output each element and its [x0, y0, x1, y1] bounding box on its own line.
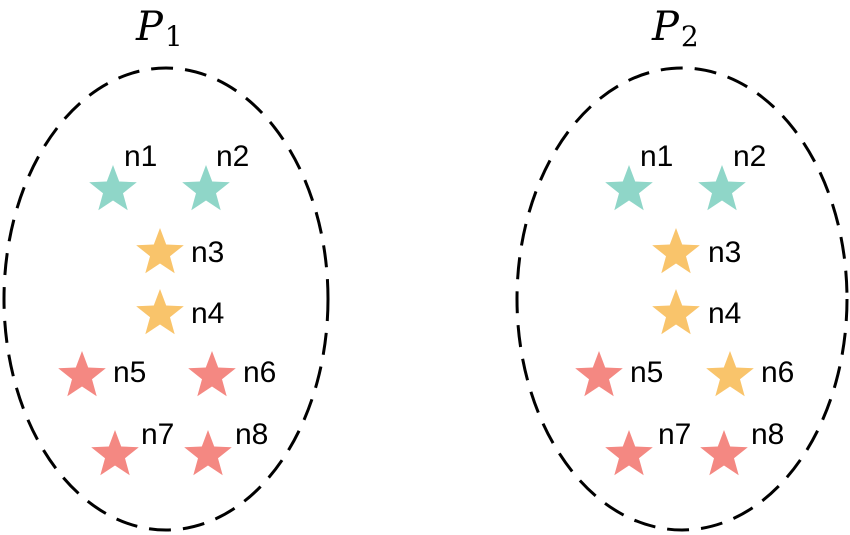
node-label: n3 — [708, 236, 741, 269]
partition-2-title-subscript: 2 — [681, 20, 699, 53]
star-icon — [89, 165, 137, 211]
node-n3: n3 — [652, 228, 741, 274]
star-icon — [182, 165, 230, 211]
star-icon — [706, 351, 754, 397]
node-label: n8 — [235, 418, 268, 451]
node-n8: n8 — [184, 418, 268, 476]
node-label: n3 — [191, 236, 224, 269]
partition-1-title: P1 — [135, 4, 183, 53]
partition-1-boundary — [2, 66, 330, 532]
partition-1-title-subscript: 1 — [165, 20, 183, 53]
node-n1: n1 — [605, 140, 673, 211]
partition-1: P1 n1 n2 n3 n4 n5 n6 n7 n8 — [2, 4, 330, 532]
node-n6: n6 — [188, 351, 276, 397]
star-icon — [58, 351, 106, 397]
node-label: n6 — [243, 356, 276, 389]
node-n5: n5 — [58, 351, 146, 397]
partition-2-boundary — [515, 66, 849, 532]
node-label: n7 — [658, 418, 691, 451]
star-icon — [652, 228, 700, 274]
star-icon — [575, 351, 623, 397]
node-n4: n4 — [136, 289, 224, 335]
node-n6: n6 — [706, 351, 794, 397]
node-label: n1 — [640, 140, 673, 173]
node-n7: n7 — [91, 418, 174, 476]
star-icon — [605, 165, 653, 211]
star-icon — [136, 228, 184, 274]
star-icon — [184, 430, 232, 476]
node-n4: n4 — [652, 289, 741, 335]
star-icon — [700, 430, 748, 476]
node-n2: n2 — [698, 140, 766, 211]
node-label: n5 — [113, 356, 146, 389]
node-label: n4 — [708, 297, 741, 330]
node-label: n2 — [216, 140, 249, 173]
star-icon — [188, 351, 236, 397]
partition-2-nodes: n1 n2 n3 n4 n5 n6 n7 n8 — [575, 140, 794, 476]
star-icon — [652, 289, 700, 335]
node-label: n8 — [751, 418, 784, 451]
star-icon — [698, 165, 746, 211]
partition-1-title-letter: P — [135, 4, 164, 50]
node-label: n2 — [733, 140, 766, 173]
node-n2: n2 — [182, 140, 249, 211]
partition-2: P2 n1 n2 n3 n4 n5 n6 n7 n8 — [515, 4, 849, 532]
node-label: n4 — [191, 297, 224, 330]
node-n5: n5 — [575, 351, 663, 397]
partition-2-title: P2 — [651, 4, 699, 53]
node-label: n1 — [124, 140, 157, 173]
partition-2-title-letter: P — [651, 4, 680, 50]
node-label: n7 — [141, 418, 174, 451]
star-icon — [91, 430, 139, 476]
partition-1-nodes: n1 n2 n3 n4 n5 n6 n7 n8 — [58, 140, 276, 476]
star-icon — [605, 430, 653, 476]
node-n7: n7 — [605, 418, 691, 476]
node-label: n6 — [761, 356, 794, 389]
node-n1: n1 — [89, 140, 157, 211]
node-n3: n3 — [136, 228, 224, 274]
node-label: n5 — [630, 356, 663, 389]
star-icon — [136, 289, 184, 335]
node-n8: n8 — [700, 418, 784, 476]
